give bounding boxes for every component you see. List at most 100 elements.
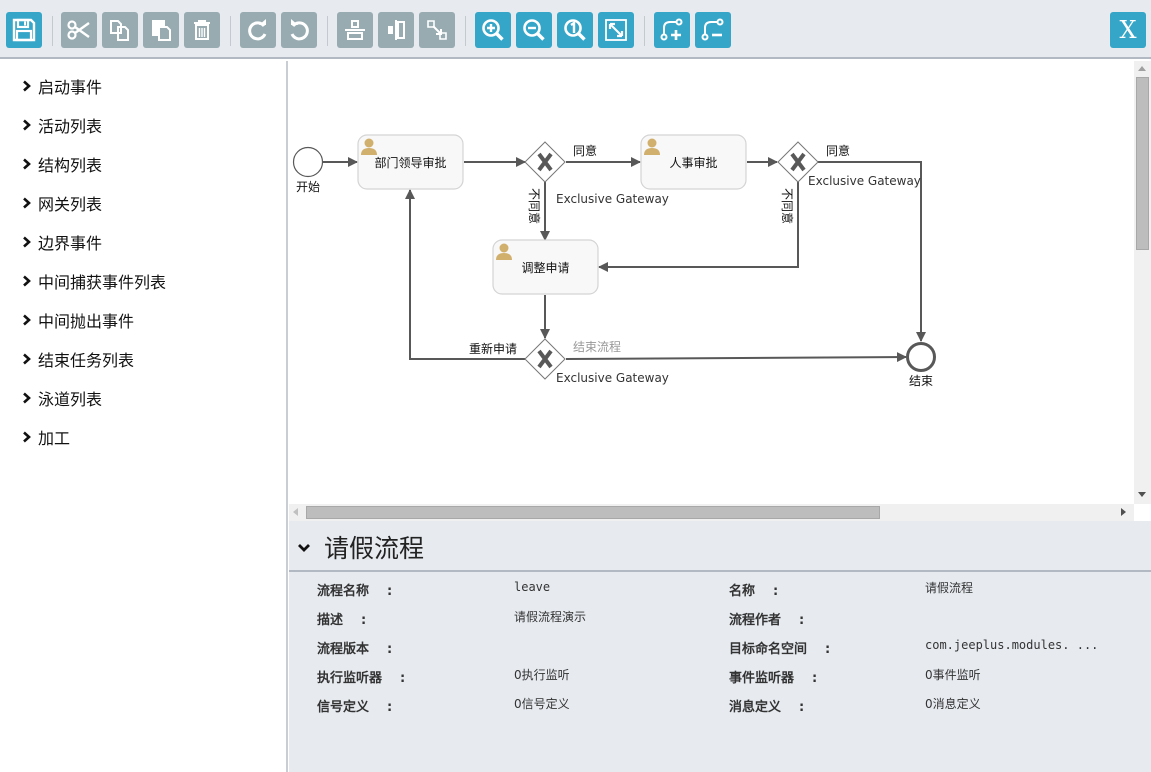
zoom-out-icon (523, 19, 545, 41)
toolbar-separator (230, 16, 231, 46)
prop-value-event-listeners[interactable]: 0事件监听 (925, 668, 981, 682)
flow-gw3-reapply[interactable] (405, 189, 525, 360)
scissors-icon (67, 20, 90, 40)
chevron-right-icon (23, 314, 31, 326)
gateway-label: Exclusive Gateway (808, 174, 921, 188)
remove-bendpoint-button[interactable] (695, 12, 731, 48)
sidebar-item-start-events[interactable]: 启动事件 (22, 75, 102, 97)
scroll-right-icon[interactable] (1121, 508, 1126, 516)
zoom-fit-icon (605, 19, 627, 41)
sequence-flows (323, 157, 926, 363)
sidebar-item-artifacts[interactable]: 加工 (22, 426, 70, 448)
same-size-icon (427, 20, 447, 40)
gateway-label: Exclusive Gateway (556, 192, 669, 206)
align-vertical-button[interactable] (378, 12, 414, 48)
scroll-down-icon[interactable] (1138, 492, 1146, 497)
end-event[interactable] (906, 342, 936, 372)
flow-label: 不同意 (780, 188, 795, 224)
diagram-canvas[interactable]: 开始 结束 部门领导审批 人事审批 调整申请 Exclusive Gateway (289, 61, 1134, 504)
user-icon (361, 138, 377, 155)
horizontal-scrollbar[interactable] (289, 504, 1134, 521)
gateway-1[interactable] (524, 141, 566, 183)
align-horizontal-icon (345, 20, 365, 40)
flow-label: 重新申请 (469, 341, 517, 356)
zoom-out-button[interactable] (516, 12, 552, 48)
task-label: 人事审批 (669, 155, 717, 170)
flow-label: 不同意 (527, 188, 542, 224)
sidebar-item-intermediate-catch-events[interactable]: 中间捕获事件列表 (22, 270, 166, 292)
prop-value-signal-definitions[interactable]: 0信号定义 (514, 697, 570, 711)
prop-value-process-name[interactable]: leave (514, 580, 551, 594)
redo-button[interactable] (240, 12, 276, 48)
x-icon (537, 152, 553, 172)
zoom-actual-button[interactable] (557, 12, 593, 48)
close-button[interactable]: X (1110, 12, 1146, 48)
undo-icon (290, 19, 309, 41)
sidebar-item-label: 结束任务列表 (38, 351, 135, 370)
vertical-scroll-thumb[interactable] (1136, 77, 1149, 250)
gateway-3[interactable]: Exclusive Gateway (524, 338, 669, 385)
horizontal-scroll-thumb[interactable] (306, 506, 880, 519)
prop-value-execution-listeners[interactable]: 0执行监听 (514, 668, 570, 682)
vertical-scrollbar[interactable] (1134, 61, 1151, 504)
task-label: 部门领导审批 (374, 155, 446, 170)
prop-value-target-namespace[interactable]: com.jeeplus.modules. ... (925, 638, 1099, 652)
prop-label-event-listeners: 事件监听器: (729, 671, 818, 686)
zoom-in-button[interactable] (475, 12, 511, 48)
prop-value-description[interactable]: 请假流程演示 (514, 610, 587, 624)
chevron-right-icon (23, 431, 31, 443)
cut-button[interactable] (61, 12, 97, 48)
sidebar-item-structures[interactable]: 结构列表 (22, 153, 102, 175)
copy-icon (110, 20, 129, 41)
x-icon (537, 349, 553, 369)
prop-label-message-definitions: 消息定义: (729, 700, 805, 715)
zoom-fit-button[interactable] (598, 12, 634, 48)
toolbar-separator (52, 16, 53, 46)
sidebar-item-intermediate-throw-events[interactable]: 中间抛出事件 (22, 309, 134, 331)
prop-value-name[interactable]: 请假流程 (925, 581, 974, 595)
same-size-button[interactable] (419, 12, 455, 48)
sidebar-item-end-events[interactable]: 结束任务列表 (22, 348, 134, 370)
gateway-2[interactable]: Exclusive Gateway (777, 141, 921, 188)
scroll-left-icon[interactable] (293, 508, 298, 516)
prop-label-process-version: 流程版本: (317, 642, 393, 657)
flow-gw2-disagree[interactable] (598, 182, 799, 272)
end-event-label: 结束 (909, 374, 933, 388)
undo-button[interactable] (281, 12, 317, 48)
prop-value-message-definitions[interactable]: 0消息定义 (925, 697, 981, 711)
start-event[interactable] (292, 146, 324, 178)
align-vertical-icon (388, 20, 405, 40)
prop-label-name: 名称: (729, 584, 779, 599)
sidebar: 启动事件 活动列表 结构列表 网关列表 边界事件 中间捕获事件列表 中间抛出事件… (0, 61, 288, 772)
sidebar-item-swimlanes[interactable]: 泳道列表 (22, 387, 102, 409)
sidebar-item-boundary-events[interactable]: 边界事件 (22, 231, 102, 253)
task-adjust-request[interactable]: 调整申请 (492, 239, 599, 295)
zoom-actual-icon (564, 19, 586, 41)
toolbar-separator (327, 16, 328, 46)
bpmn-diagram: 开始 结束 部门领导审批 人事审批 调整申请 Exclusive Gateway (292, 134, 936, 388)
properties-title: 请假流程 (324, 534, 425, 563)
copy-button[interactable] (102, 12, 138, 48)
toolbar: X (0, 0, 1151, 59)
toolbar-separator (644, 16, 645, 46)
user-icon (496, 243, 512, 260)
add-bendpoint-icon (660, 18, 683, 41)
chevron-down-icon[interactable] (297, 543, 311, 553)
chevron-right-icon (23, 158, 31, 170)
prop-label-target-namespace: 目标命名空间: (729, 642, 831, 657)
align-horizontal-button[interactable] (337, 12, 373, 48)
trash-icon (194, 20, 210, 40)
sidebar-item-activities[interactable]: 活动列表 (22, 114, 102, 136)
add-bendpoint-button[interactable] (654, 12, 690, 48)
delete-button[interactable] (184, 12, 220, 48)
task-hr-approval[interactable]: 人事审批 (640, 134, 747, 190)
paste-button[interactable] (143, 12, 179, 48)
sidebar-item-gateways[interactable]: 网关列表 (22, 192, 102, 214)
flow-gw2-agree[interactable] (818, 161, 926, 342)
sidebar-item-label: 结构列表 (38, 156, 103, 175)
gateway-label: Exclusive Gateway (556, 371, 669, 385)
flow-gw3-end[interactable] (565, 352, 907, 363)
scroll-up-icon[interactable] (1138, 66, 1146, 71)
task-dept-approval[interactable]: 部门领导审批 (357, 134, 464, 190)
save-button[interactable] (6, 12, 42, 48)
